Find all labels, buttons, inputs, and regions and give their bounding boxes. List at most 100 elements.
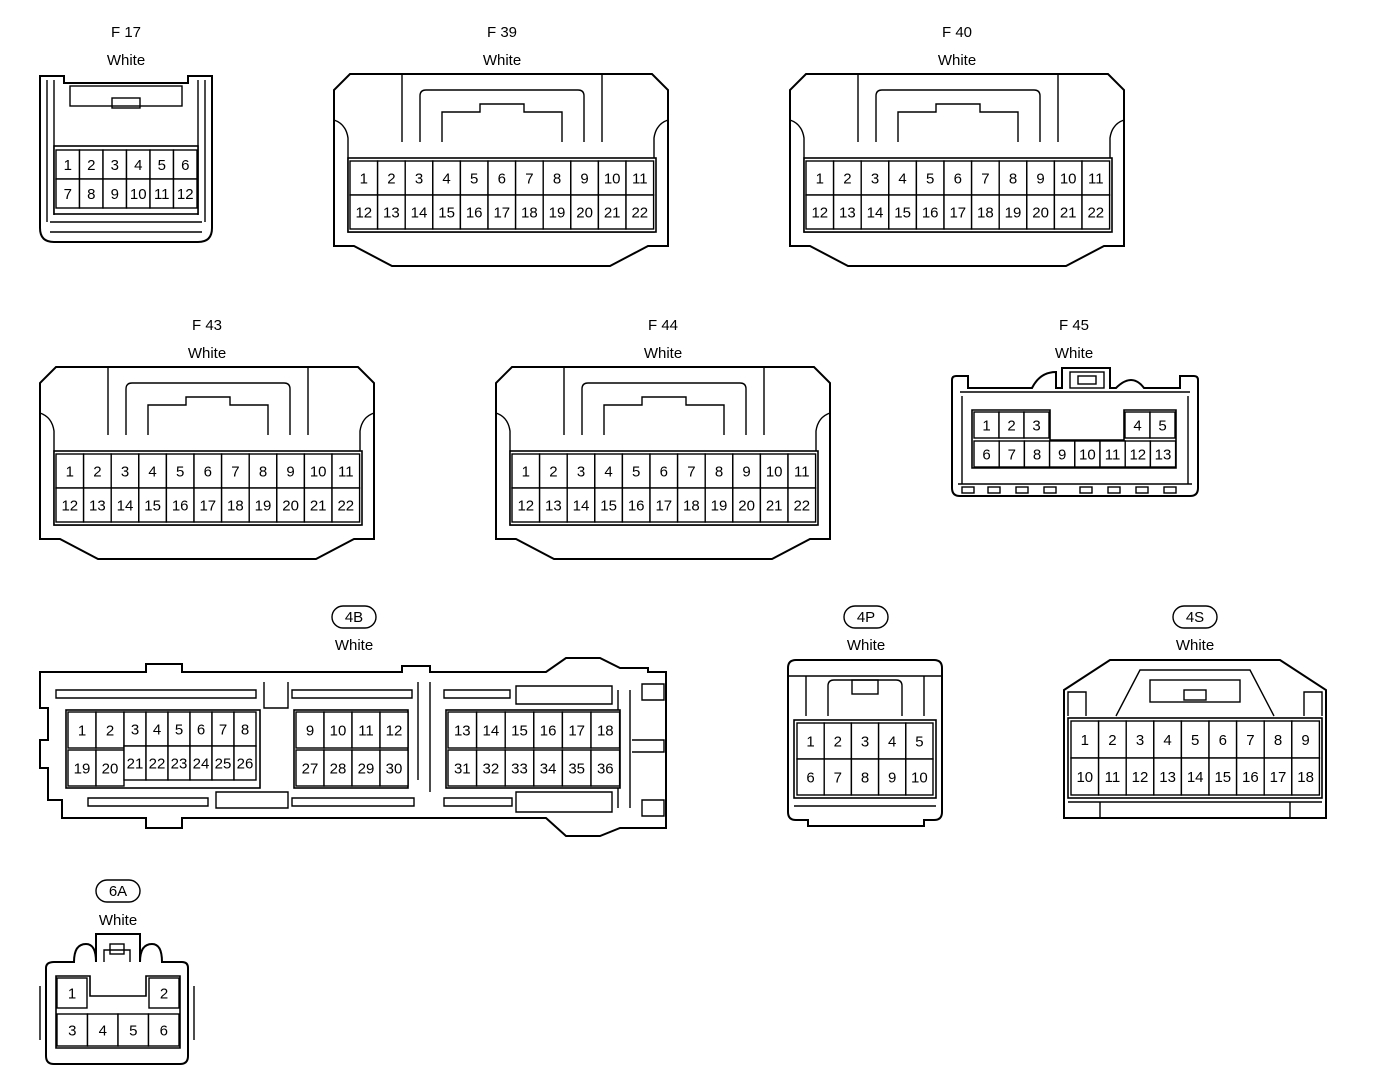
pin-number: 17 (949, 205, 966, 222)
pin-number: 17 (1270, 769, 1287, 786)
pin-number: 22 (149, 756, 166, 773)
pin-number: 7 (687, 464, 695, 481)
pin-cavity (625, 194, 655, 230)
pin-number: 6 (204, 464, 212, 481)
pin-cavity (1153, 757, 1183, 796)
pin-cavity (823, 758, 853, 796)
pin-cavity (1149, 440, 1177, 468)
pin-number: 19 (74, 761, 91, 778)
pin-number: 20 (576, 205, 593, 222)
pin-number: 1 (78, 723, 86, 740)
pin-cavity (248, 453, 278, 489)
pin-number: 1 (360, 171, 368, 188)
pin-number: 14 (117, 498, 134, 515)
pin-number: 2 (834, 734, 842, 751)
connector-f17-id: F 17 (111, 24, 141, 41)
pin-number: 1 (806, 734, 814, 751)
pin-cavity (514, 160, 544, 196)
pin-number: 23 (171, 756, 188, 773)
pin-cavity (1081, 160, 1111, 196)
pin-number: 14 (867, 205, 884, 222)
pin-number: 2 (93, 464, 101, 481)
pin-cavity (787, 487, 817, 523)
pin-number: 9 (742, 464, 750, 481)
pin-cavity (1081, 194, 1111, 230)
connector-4b-id: 4B (345, 609, 363, 626)
pin-number: 29 (358, 761, 375, 778)
pin-number: 11 (154, 186, 170, 203)
pin-cavity (511, 453, 541, 489)
pin-cavity (404, 194, 434, 230)
pin-number: 3 (861, 734, 869, 751)
pin-number: 10 (604, 171, 621, 188)
pin-number: 19 (711, 498, 728, 515)
pin-number: 4 (1163, 732, 1171, 749)
pin-cavity (533, 749, 564, 787)
pin-number: 36 (597, 761, 614, 778)
pin-number: 18 (1297, 769, 1314, 786)
pin-cavity (148, 977, 180, 1009)
pin-number: 20 (1032, 205, 1049, 222)
pin-number: 6 (498, 171, 506, 188)
pin-number: 3 (871, 171, 879, 188)
pin-number: 18 (977, 205, 994, 222)
pin-number: 7 (525, 171, 533, 188)
pin-cavity (649, 487, 679, 523)
pin-number: 32 (483, 761, 500, 778)
pin-cavity (570, 160, 600, 196)
pin-cavity (138, 487, 168, 523)
pin-cavity (295, 711, 325, 749)
pin-cavity (1124, 411, 1151, 439)
pin-cavity (973, 411, 1000, 439)
pin-number: 6 (1219, 732, 1227, 749)
pin-cavity (943, 160, 973, 196)
pin-cavity (404, 160, 434, 196)
pin-number: 4 (153, 722, 161, 739)
pin-number: 19 (1005, 205, 1022, 222)
pin-number: 12 (355, 205, 372, 222)
pin-cavity (475, 711, 506, 749)
pin-number: 33 (511, 761, 528, 778)
pin-number: 11 (1105, 447, 1121, 464)
pin-cavity (998, 440, 1026, 468)
pin-number: 14 (411, 205, 428, 222)
pin-number: 12 (386, 723, 403, 740)
pin-number: 5 (926, 171, 934, 188)
connector-f43-color: White (188, 345, 226, 362)
pin-cavity (970, 160, 1000, 196)
pin-number: 11 (1088, 171, 1104, 188)
pin-number: 21 (766, 498, 783, 515)
connector-4s-id: 4S (1186, 609, 1204, 626)
pin-number: 6 (982, 447, 990, 464)
connector-f40-id: F 40 (942, 24, 972, 41)
pin-number: 9 (1058, 447, 1066, 464)
pin-number: 15 (600, 498, 617, 515)
pin-cavity (55, 487, 85, 523)
pin-number: 2 (106, 723, 114, 740)
pin-number: 20 (738, 498, 755, 515)
pin-cavity (110, 487, 140, 523)
connector-6a-id: 6A (109, 883, 127, 900)
pin-number: 1 (816, 171, 824, 188)
pin-number: 14 (573, 498, 590, 515)
pin-cavity (276, 453, 306, 489)
pin-number: 2 (87, 157, 95, 174)
pin-number: 1 (68, 986, 76, 1003)
pin-cavity (447, 711, 478, 749)
pin-number: 16 (922, 205, 939, 222)
pin-cavity (323, 711, 353, 749)
pin-number: 30 (386, 761, 403, 778)
connector-f39-color: White (483, 52, 521, 69)
pin-cavity (379, 711, 409, 749)
pin-cavity (67, 749, 97, 787)
pin-number: 5 (470, 171, 478, 188)
pin-number: 3 (68, 1023, 76, 1040)
